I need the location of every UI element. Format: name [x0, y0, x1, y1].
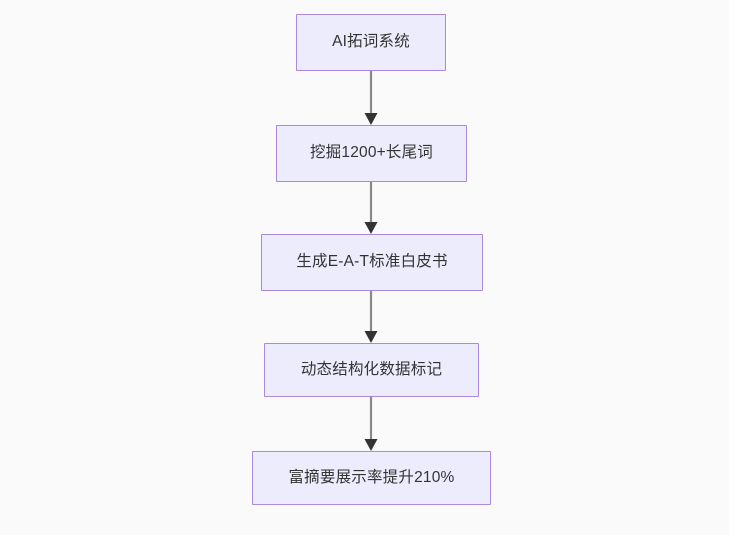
flowchart-node-3[interactable]: 生成E-A-T标准白皮书 [261, 234, 483, 291]
connector-node1-to-node2 [359, 71, 383, 125]
flowchart-node-3-label: 生成E-A-T标准白皮书 [296, 253, 448, 271]
flowchart-node-1-label: AI拓词系统 [332, 33, 410, 51]
flowchart-node-5[interactable]: 富摘要展示率提升210% [252, 451, 491, 505]
flowchart-node-5-label: 富摘要展示率提升210% [288, 468, 455, 486]
flowchart-node-1[interactable]: AI拓词系统 [296, 14, 446, 71]
connector-node2-to-node3 [359, 182, 383, 234]
flowchart-node-4[interactable]: 动态结构化数据标记 [264, 343, 479, 397]
connector-node3-to-node4 [359, 291, 383, 343]
flowchart-node-2-label: 挖掘1200+长尾词 [309, 144, 434, 162]
connector-node4-to-node5 [359, 397, 383, 451]
flowchart-node-4-label: 动态结构化数据标记 [300, 360, 443, 378]
flowchart-node-2[interactable]: 挖掘1200+长尾词 [276, 125, 467, 182]
